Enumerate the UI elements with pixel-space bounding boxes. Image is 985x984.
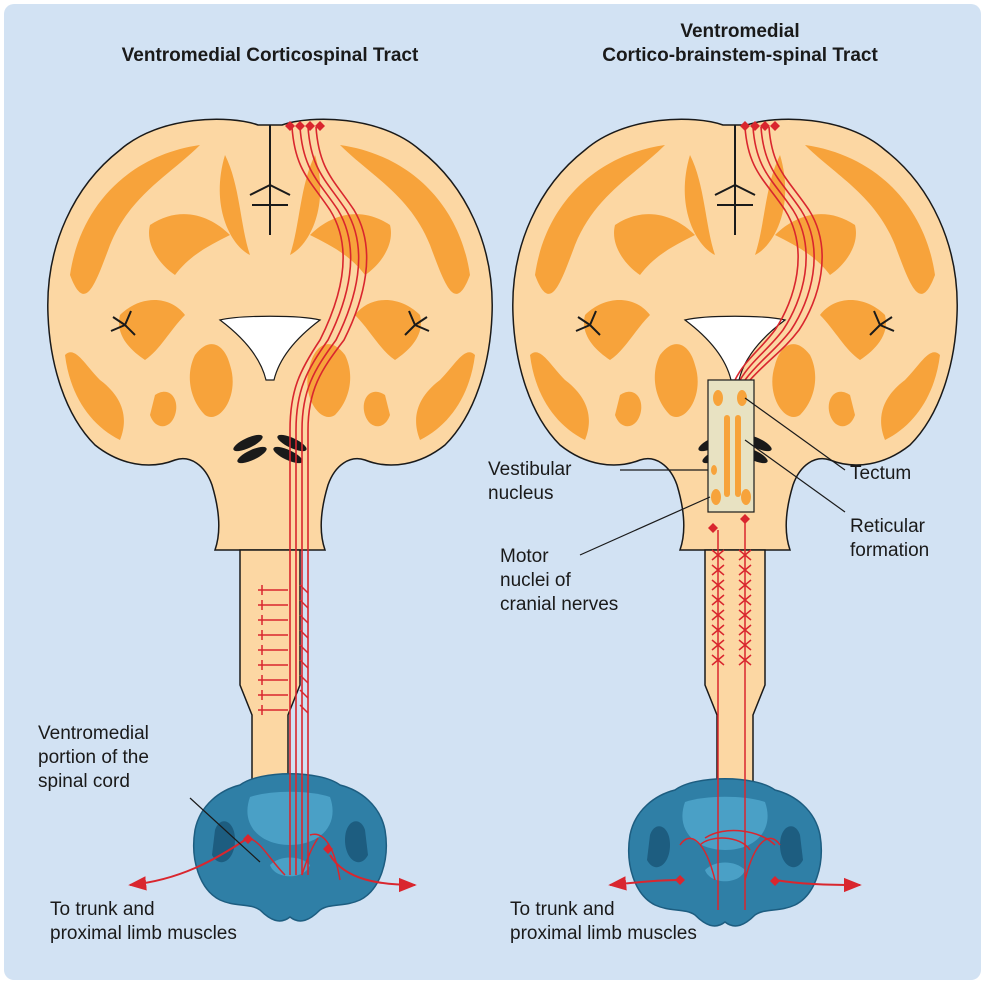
reticular-line-2: formation bbox=[850, 539, 929, 563]
cord-label-line-3: spinal cord bbox=[38, 770, 149, 794]
reticular-formation-label: Reticular formation bbox=[850, 515, 929, 563]
cord-label-line-1: Ventromedial bbox=[38, 722, 149, 746]
tectum-label: Tectum bbox=[850, 462, 911, 486]
left-muscle-label-line-2: proximal limb muscles bbox=[50, 922, 237, 946]
right-title: Ventromedial Cortico-brainstem-spinal Tr… bbox=[520, 20, 960, 68]
motor-line-3: cranial nerves bbox=[500, 593, 618, 617]
reticular-line-1: Reticular bbox=[850, 515, 929, 539]
right-muscle-label: To trunk and proximal limb muscles bbox=[510, 898, 697, 946]
right-muscle-label-line-2: proximal limb muscles bbox=[510, 922, 697, 946]
motor-line-1: Motor bbox=[500, 545, 618, 569]
cord-label-line-2: portion of the bbox=[38, 746, 149, 770]
left-muscle-label: To trunk and proximal limb muscles bbox=[50, 898, 237, 946]
right-muscle-label-line-1: To trunk and bbox=[510, 898, 697, 922]
motor-line-2: nuclei of bbox=[500, 569, 618, 593]
left-brain-diagram bbox=[48, 119, 492, 921]
vestibular-nucleus-label: Vestibular nucleus bbox=[488, 458, 571, 506]
motor-nuclei-label: Motor nuclei of cranial nerves bbox=[500, 545, 618, 617]
left-muscle-label-line-1: To trunk and bbox=[50, 898, 237, 922]
left-title: Ventromedial Corticospinal Tract bbox=[40, 44, 500, 68]
vestibular-line-2: nucleus bbox=[488, 482, 571, 506]
ventromedial-cord-label: Ventromedial portion of the spinal cord bbox=[38, 722, 149, 794]
right-title-line-1: Ventromedial bbox=[520, 20, 960, 44]
vestibular-line-1: Vestibular bbox=[488, 458, 571, 482]
right-title-line-2: Cortico-brainstem-spinal Tract bbox=[520, 44, 960, 68]
